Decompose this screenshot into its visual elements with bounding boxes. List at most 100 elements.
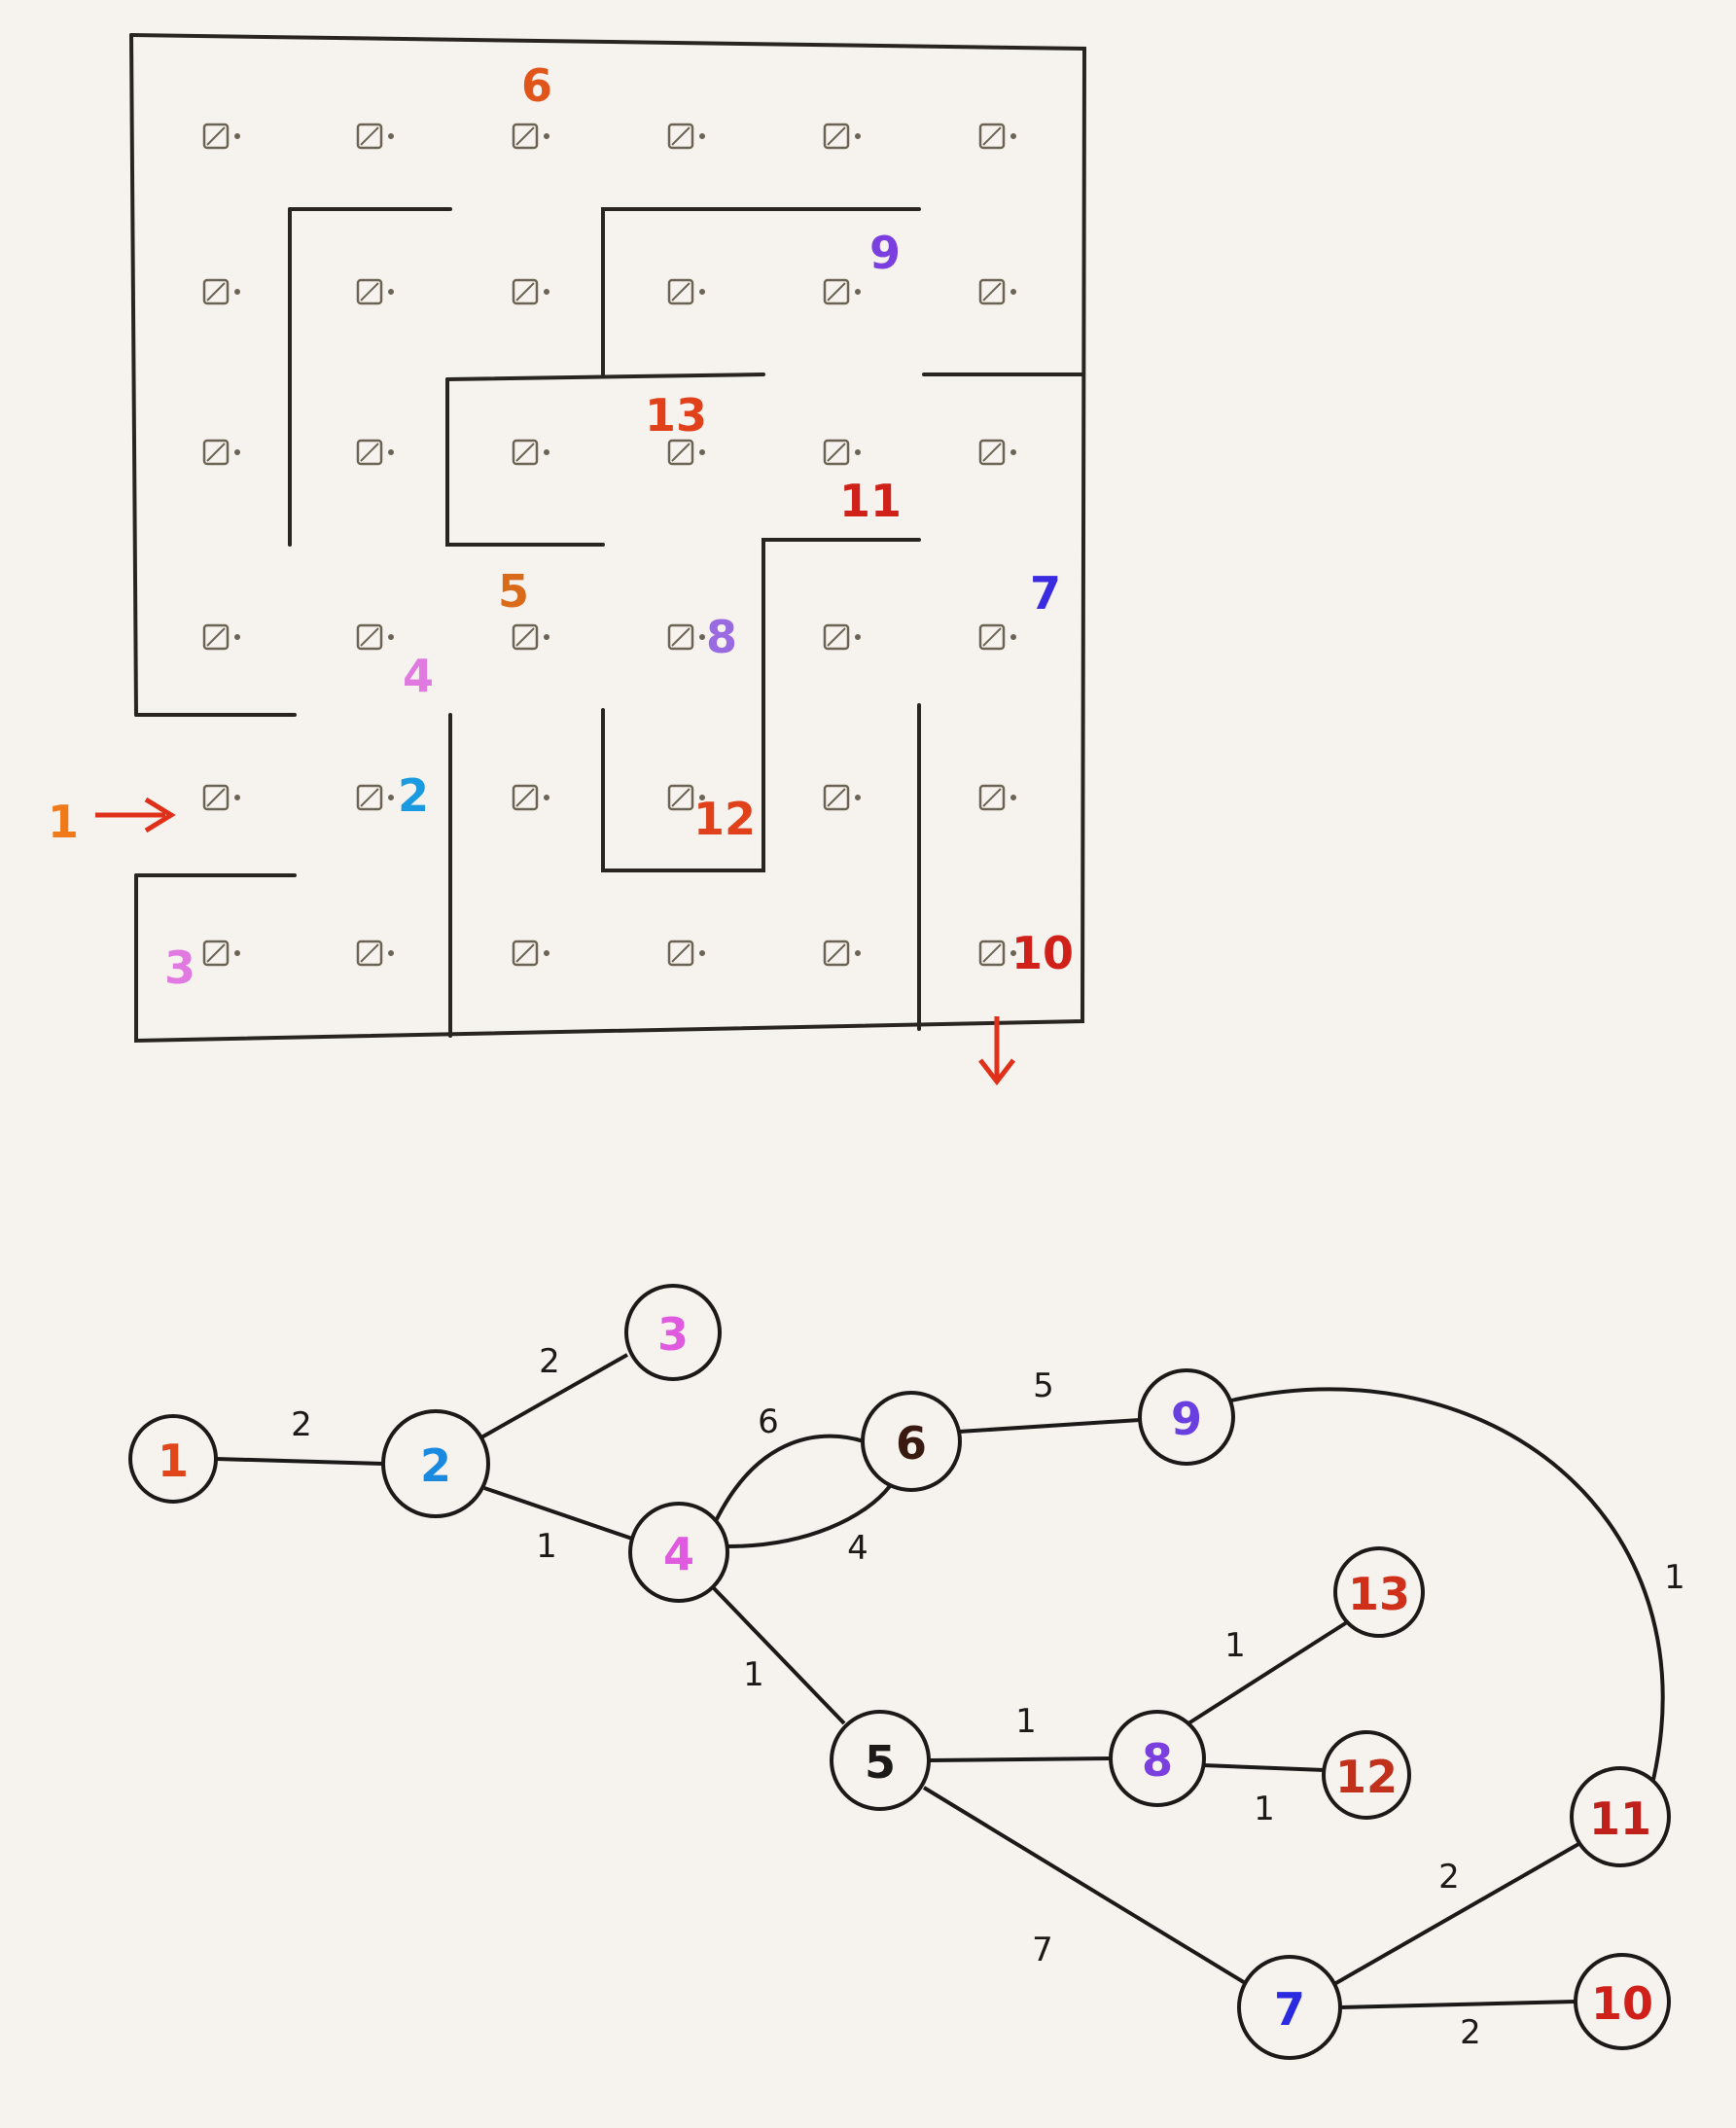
graph-node-label: 6 [896,1417,927,1470]
maze-cell-marker [667,278,705,305]
maze-cell-marker [978,623,1016,651]
graph-node-label: 8 [1142,1734,1173,1787]
maze-cell-marker [978,439,1016,466]
maze-cell-markers [202,123,1016,967]
graph-edge-2-4 [483,1486,633,1541]
maze: 6 9 13 11 5 7 8 4 2 12 3 10 1 [48,33,1087,1086]
graph-node-label: 13 [1348,1568,1410,1620]
maze-cell-marker [202,123,240,150]
graph-node-5: 5 [830,1710,931,1811]
maze-cell-marker [823,439,861,466]
maze-cell-marker [356,784,394,811]
edge-weight-label: 4 [847,1529,868,1568]
maze-cell-marker [202,784,240,811]
maze-label-2: 2 [398,769,429,822]
graph-node-6: 6 [861,1391,962,1492]
maze-wall [445,377,605,547]
maze-cell-marker [978,278,1016,305]
graph-node-label: 9 [1171,1393,1202,1445]
maze-cell-marker [823,940,861,967]
edge-weight-label: 5 [1033,1366,1054,1405]
maze-outer-wall [129,33,1087,1044]
graph-edge-4-6 [711,1434,865,1528]
graph-node-2: 2 [381,1409,490,1518]
maze-cell-marker [512,623,549,651]
graph-node-label: 7 [1274,1983,1305,2036]
maze-cell-marker [823,123,861,150]
graph-node-label: 10 [1591,1977,1653,2030]
graph-node-4: 4 [628,1502,729,1603]
edge-weight-label: 1 [1224,1626,1246,1665]
edge-weight-label: 1 [1015,1702,1037,1741]
edge-weight-label: 2 [291,1405,312,1444]
maze-left-wall-upper [129,33,138,717]
maze-cell-marker [823,784,861,811]
maze-label-12: 12 [693,793,756,845]
graph-node-3: 3 [624,1284,722,1381]
graph-node-10: 10 [1574,1953,1671,2050]
edge-weight-label: 1 [1254,1790,1275,1828]
maze-cell-marker [356,940,394,967]
graph-edge-6-9 [958,1418,1141,1434]
maze-cell-marker [667,623,705,651]
graph-edge-4-5 [711,1585,846,1725]
maze-label-13: 13 [645,389,707,442]
entrance-arrow [95,797,176,833]
graph-node-1: 1 [128,1414,218,1504]
graph-node-11: 11 [1570,1766,1671,1867]
maze-cell-marker [202,278,240,305]
maze-label-5: 5 [498,565,529,618]
graph-node-label: 4 [663,1528,694,1580]
graph-node-7: 7 [1237,1955,1342,2060]
edge-weight-label: 1 [1664,1558,1685,1597]
edge-weight-label: 2 [539,1342,560,1381]
exit-arrow [978,1016,1015,1086]
maze-label-3: 3 [164,941,195,994]
edge-weight-label: 1 [743,1655,764,1694]
maze-cell-marker [512,940,549,967]
maze-label-10: 10 [1011,927,1074,979]
graph-node-8: 8 [1109,1710,1206,1807]
graph-edge-7-10 [1339,2000,1577,2009]
graph-edge-9-11 [1230,1387,1665,1781]
graph-edge-5-7 [922,1786,1249,1986]
graph-edge-8-12 [1202,1763,1326,1772]
maze-cell-marker [823,278,861,305]
graph-node-13: 13 [1333,1546,1425,1638]
maze-cell-marker [667,940,705,967]
graph-edge-5-8 [928,1756,1112,1762]
maze-cell-marker [356,439,394,466]
maze-entrance-label: 1 [48,796,79,848]
edge-weight-label: 2 [1438,1858,1460,1897]
maze-cell-marker [667,123,705,150]
maze-cell-marker [667,439,705,466]
graph-node-9: 9 [1138,1368,1235,1466]
maze-cell-marker [823,623,861,651]
maze-wall [601,207,921,376]
maze-walls [129,33,1087,1044]
maze-label-9: 9 [869,227,901,279]
graph-node-label: 1 [158,1435,189,1487]
maze-label-4: 4 [403,650,434,702]
maze-label-6: 6 [521,59,552,112]
graph-edge-8-13 [1187,1620,1349,1725]
edge-weight-label: 7 [1032,1931,1053,1969]
maze-label-8: 8 [706,611,737,663]
maze-cell-marker [512,784,549,811]
graph-node-label: 11 [1589,1792,1651,1845]
graph-edge-2-3 [480,1353,628,1439]
maze-cell-marker [202,623,240,651]
maze-cell-marker [978,123,1016,150]
graph-edge-4-6 [726,1484,892,1548]
maze-cell-marker [356,623,394,651]
maze-cell-marker [202,439,240,466]
graph-node-label: 12 [1335,1751,1398,1803]
graph-edges [215,1353,1665,2009]
maze-cell-marker [356,278,394,305]
maze-cell-marker [512,439,549,466]
maze-wall [445,372,765,381]
graph-node-12: 12 [1322,1730,1411,1820]
